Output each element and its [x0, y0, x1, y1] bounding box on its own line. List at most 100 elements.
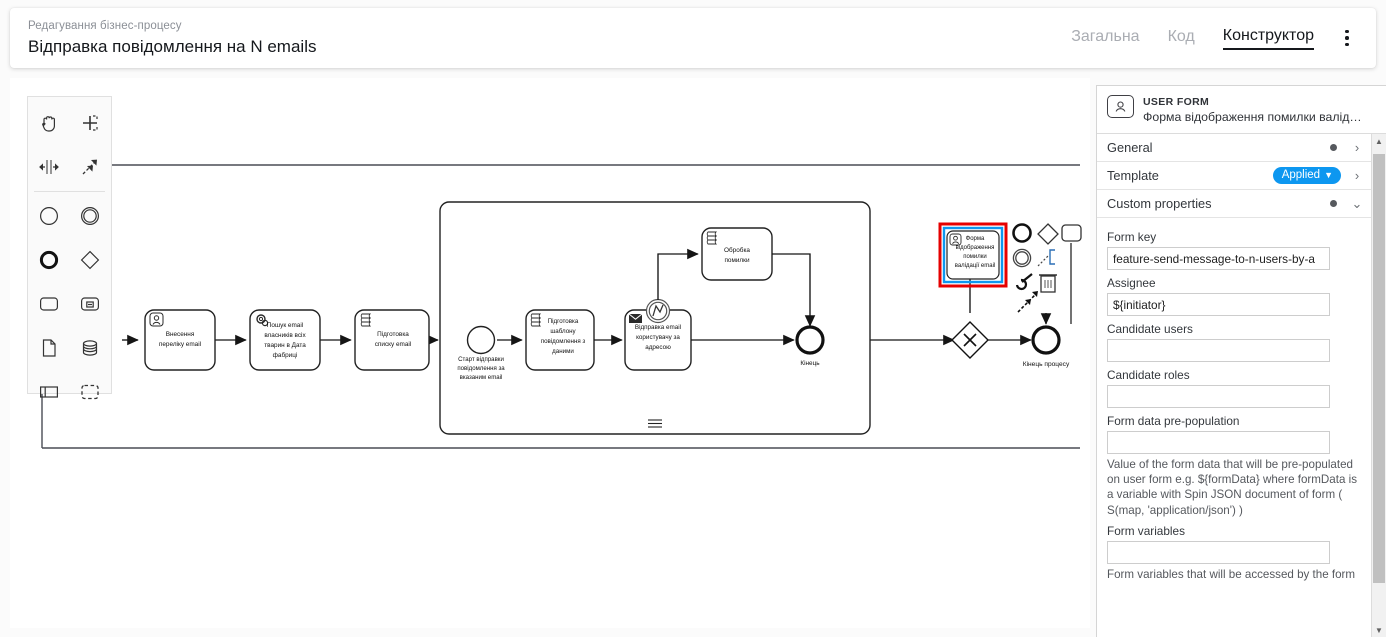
svg-text:Пошук email: Пошук email — [267, 322, 303, 329]
bpmn-canvas[interactable]: Внесення переліку email Пошук email влас… — [10, 78, 1090, 628]
properties-scrollbar[interactable]: ▲ ▼ — [1371, 134, 1386, 637]
scroll-down-arrow-icon[interactable]: ▼ — [1375, 625, 1383, 635]
boundary-error-event-icon[interactable] — [645, 298, 671, 324]
form-data-prepopulation-input[interactable] — [1107, 431, 1330, 454]
section-general-dot — [1330, 144, 1337, 151]
template-applied-badge[interactable]: Applied ▼ — [1272, 167, 1341, 184]
scrollbar-thumb[interactable] — [1373, 154, 1385, 583]
svg-text:повідомлення за: повідомлення за — [457, 365, 505, 372]
tab-zagalna[interactable]: Загальна — [1071, 27, 1140, 45]
append-end-event-icon[interactable] — [1012, 223, 1032, 243]
svg-text:списку email: списку email — [375, 341, 412, 348]
bpmn-palette[interactable] — [27, 96, 112, 400]
data-store-icon[interactable] — [69, 326, 110, 370]
script-task-icon — [706, 231, 718, 245]
form-key-label: Form key — [1107, 230, 1157, 244]
context-pad[interactable] — [1012, 223, 1082, 324]
form-key-input[interactable] — [1107, 247, 1330, 270]
section-template[interactable]: Template Applied ▼ › — [1097, 162, 1371, 190]
connect-tool-icon[interactable] — [69, 145, 110, 189]
append-intermediate-event-icon[interactable] — [1012, 248, 1032, 268]
service-task-icon — [256, 314, 269, 327]
end-event-icon[interactable] — [28, 238, 69, 282]
gateway-icon[interactable] — [69, 238, 110, 282]
tab-konstruktor[interactable]: Конструктор — [1222, 27, 1314, 50]
svg-text:Підготовка: Підготовка — [377, 330, 409, 338]
task-obrobka-pomylky[interactable]: Обробка помилки — [701, 227, 773, 281]
chevron-right-icon[interactable]: › — [1354, 140, 1360, 155]
svg-text:даними: даними — [552, 348, 574, 355]
properties-panel: USER FORM Форма відображення помилки вал… — [1096, 85, 1386, 637]
append-gateway-icon[interactable] — [1037, 223, 1059, 245]
task-vnesennya-pereliku-email[interactable]: Внесення переліку email — [144, 309, 216, 371]
svg-text:Підготовка: Підготовка — [548, 318, 579, 325]
exclusive-gateway[interactable] — [951, 321, 989, 359]
start-event-icon[interactable] — [28, 194, 69, 238]
user-task-icon — [949, 233, 962, 246]
svg-text:помилки: помилки — [724, 257, 750, 264]
user-task-icon — [1107, 95, 1134, 118]
candidate-roles-input[interactable] — [1107, 385, 1330, 408]
element-type-label: USER FORM — [1143, 96, 1210, 108]
script-task-icon — [530, 313, 542, 327]
intermediate-event-icon[interactable] — [69, 194, 110, 238]
append-task-icon[interactable] — [1061, 224, 1082, 242]
assignee-input[interactable] — [1107, 293, 1330, 316]
properties-scroll-area[interactable]: General › Template Applied ▼ › Custom pr… — [1097, 134, 1371, 637]
candidate-users-label: Candidate users — [1107, 322, 1193, 336]
task-icon[interactable] — [28, 282, 69, 326]
data-object-icon[interactable] — [28, 326, 69, 370]
kebab-menu-icon[interactable] — [1336, 25, 1358, 51]
section-custom-properties-dot — [1330, 200, 1337, 207]
scroll-up-arrow-icon[interactable]: ▲ — [1375, 136, 1383, 146]
append-text-annotation-icon[interactable] — [1037, 249, 1055, 267]
subprocess-expanded-icon[interactable] — [69, 282, 110, 326]
bpmn-diagram[interactable]: Внесення переліку email Пошук email влас… — [10, 78, 1090, 628]
start-event-start-vidpravky[interactable]: Старт відправки повідомлення за вказаним… — [457, 325, 505, 382]
svg-text:Відправка email: Відправка email — [635, 323, 681, 331]
task-poshuk-email-vlasnykiv[interactable]: Пошук email власників всіх тварин в Дата… — [249, 309, 321, 371]
svg-text:Форма: Форма — [966, 236, 985, 242]
svg-text:Кінець процесу: Кінець процесу — [1023, 360, 1070, 368]
space-tool-icon[interactable] — [28, 145, 69, 189]
svg-text:фабриці: фабриці — [273, 351, 298, 359]
tab-kod[interactable]: Код — [1167, 27, 1195, 45]
hand-tool-icon[interactable] — [28, 101, 69, 145]
section-general[interactable]: General › — [1097, 134, 1371, 162]
svg-text:адресою: адресою — [645, 344, 671, 351]
participant-icon[interactable] — [28, 370, 69, 414]
delete-trash-icon[interactable] — [1039, 274, 1057, 293]
section-custom-properties[interactable]: Custom properties ⌄ — [1097, 190, 1371, 218]
task-forma-vidobrazhennya-pomylky[interactable]: Форма відображення помилки валідації ema… — [938, 222, 1008, 288]
chevron-down-icon[interactable]: ⌄ — [1351, 195, 1363, 211]
end-event-kinets[interactable]: Кінець — [795, 325, 825, 367]
template-applied-text: Applied — [1281, 169, 1321, 181]
svg-text:вказаним email: вказаним email — [460, 374, 503, 381]
svg-text:шаблону: шаблону — [550, 328, 576, 335]
svg-text:Старт відправки: Старт відправки — [458, 356, 504, 363]
scrollbar-track[interactable] — [1372, 148, 1386, 623]
svg-text:тварин в Дата: тварин в Дата — [264, 342, 306, 349]
send-task-icon — [628, 313, 643, 323]
candidate-users-input[interactable] — [1107, 339, 1330, 362]
assignee-label: Assignee — [1107, 276, 1156, 290]
task-pidgotovka-spysku-email[interactable]: Підготовка списку email — [354, 309, 430, 371]
change-type-wrench-icon[interactable] — [1015, 273, 1033, 291]
multi-instance-marker — [648, 419, 662, 428]
task-pidgotovka-shablonu[interactable]: Підготовка шаблону повідомлення з даними — [525, 309, 595, 371]
properties-header-text: USER FORM Форма відображення помилки вал… — [1143, 95, 1362, 125]
candidate-roles-label: Candidate roles — [1107, 368, 1190, 382]
chevron-right-icon[interactable]: › — [1354, 168, 1360, 183]
svg-text:валідації email: валідації email — [955, 263, 996, 269]
form-variables-input[interactable] — [1107, 540, 1330, 564]
lasso-tool-icon[interactable] — [69, 101, 110, 145]
breadcrumb: Редагування бізнес-процесу — [28, 19, 182, 32]
user-task-icon — [149, 312, 164, 327]
svg-text:власників всіх: власників всіх — [264, 331, 306, 339]
group-icon[interactable] — [69, 370, 110, 414]
connect-icon[interactable] — [1017, 291, 1038, 313]
svg-text:відображення: відображення — [956, 245, 995, 251]
end-event-kinets-procesu[interactable]: Кінець процесу — [1023, 325, 1070, 368]
page-title: Відправка повідомлення на N emails — [28, 36, 317, 56]
